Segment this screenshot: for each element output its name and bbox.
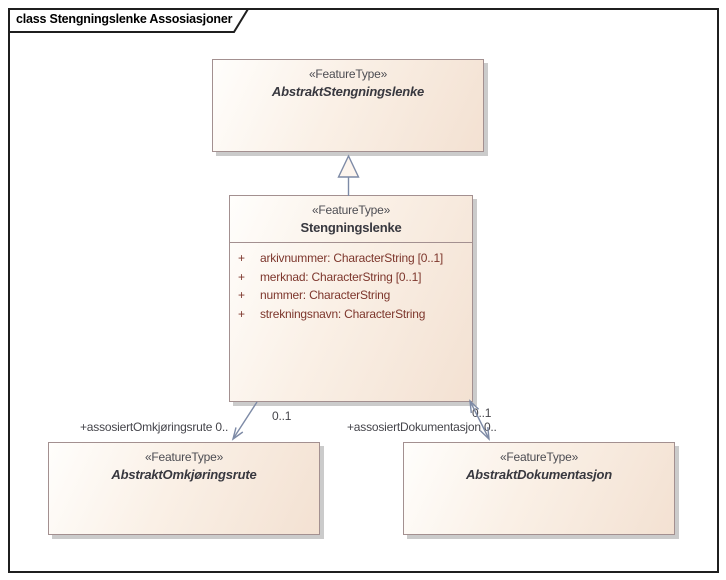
class-header: «FeatureType» AbstraktOmkjøringsrute (49, 443, 319, 482)
attribute-row: + arkivnummer: CharacterString [0..1] (230, 249, 472, 268)
attribute-visibility: + (238, 306, 245, 321)
class-name: AbstraktStengningslenke (271, 84, 425, 99)
multiplicity-label-dokumentasjon[interactable]: 0..1 (472, 406, 492, 420)
attribute-visibility: + (238, 269, 245, 284)
attribute-visibility: + (238, 251, 245, 265)
class-box-abstrakt-dokumentasjon[interactable]: «FeatureType» AbstraktDokumentasjon (403, 442, 675, 535)
multiplicity-label-omkjoringsrute[interactable]: 0..1 (272, 409, 292, 423)
role-label-dokumentasjon[interactable]: +assosiertDokumentasjon 0.. (347, 420, 497, 434)
class-header: «FeatureType» AbstraktStengningslenke (213, 60, 483, 99)
class-name: AbstraktDokumentasjon (465, 467, 613, 482)
attribute-row: + strekningsnavn: CharacterString (230, 305, 472, 324)
stereotype-label: «FeatureType» (308, 67, 388, 81)
attribute-text: arkivnummer: CharacterString [0..1] (260, 251, 444, 265)
attribute-visibility: + (238, 288, 245, 302)
attribute-text: strekningsnavn: CharacterString (260, 306, 426, 321)
class-box-stengningslenke[interactable]: «FeatureType» Stengningslenke + arkivnum… (229, 195, 473, 402)
attribute-text: merknad: CharacterString [0..1] (260, 269, 422, 284)
role-label-omkjoringsrute[interactable]: +assosiertOmkjøringsrute 0.. (80, 420, 229, 434)
class-box-abstrakt-omkjoringsrute[interactable]: «FeatureType» AbstraktOmkjøringsrute (48, 442, 320, 535)
class-header: «FeatureType» Stengningslenke (230, 196, 472, 235)
class-header: «FeatureType» AbstraktDokumentasjon (404, 443, 674, 482)
stereotype-label: «FeatureType» (311, 203, 391, 217)
class-name: Stengningslenke (300, 220, 402, 235)
stereotype-label: «FeatureType» (144, 450, 224, 464)
class-name: AbstraktOmkjøringsrute (111, 467, 257, 482)
attributes-compartment: + arkivnummer: CharacterString [0..1] + … (230, 243, 472, 323)
compartment-divider (230, 242, 472, 243)
class-box-abstrakt-stengningslenke[interactable]: «FeatureType» AbstraktStengningslenke (212, 59, 484, 152)
attribute-row: + nummer: CharacterString (230, 286, 472, 305)
stereotype-label: «FeatureType» (499, 450, 579, 464)
attribute-text: nummer: CharacterString (260, 288, 391, 302)
attribute-row: + merknad: CharacterString [0..1] (230, 268, 472, 287)
frame-title: class Stengningslenke Assosiasjoner (16, 12, 233, 26)
